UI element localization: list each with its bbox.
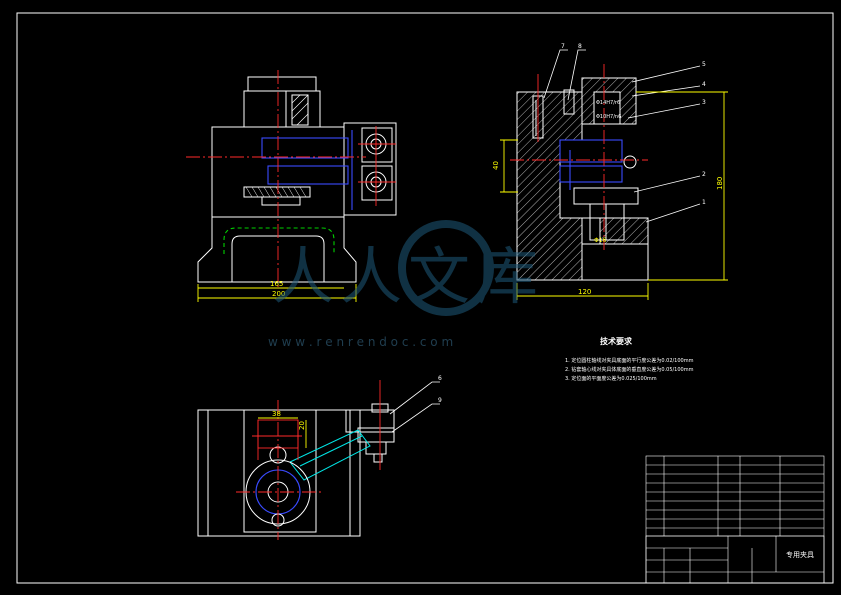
leader-6: 6 [438,375,442,382]
watermark-logo-text: 人人文库 [272,240,544,313]
tech-req-item-1: 1. 定位圆柱轴线对夹具底面的平行度公差为0.02/100mm [565,357,694,364]
tech-requirements: 技术要求 1. 定位圆柱轴线对夹具底面的平行度公差为0.02/100mm 2. … [565,336,694,382]
dim-38: 38 [272,410,281,418]
leader-2: 2 [702,171,706,178]
leader-9: 9 [438,397,442,404]
drawing-title: 专用夹具 [786,550,814,559]
tech-req-item-3: 3. 定位面的平面度公差为0.025/100mm [565,375,657,382]
dim-165: 165 [270,280,283,288]
side-view: Φ14H7/r6 Φ10H7/n6 Φ16 7 8 5 4 3 2 1 40 1… [492,43,728,300]
tech-req-item-2: 2. 钻套轴心线对夹具体底面的垂直度公差为0.05/100mm [565,366,694,373]
watermark: 人人文库 w w w . r e n r e n d o c . c o m [268,220,544,349]
watermark-url: w w w . r e n r e n d o c . c o m [268,335,453,349]
dim-120: 120 [578,288,591,296]
dim-phi16: Φ16 [594,237,607,244]
leader-1: 1 [702,199,706,206]
front-view: 165 200 [186,70,397,302]
drawing-border [16,12,834,584]
leader-8: 8 [578,43,582,50]
top-view: 38 20 6 9 [197,375,442,540]
title-block [645,455,825,584]
leader-4: 4 [702,81,706,88]
leader-5: 5 [702,61,706,68]
fit-label-1: Φ14H7/r6 [596,100,620,106]
dim-40: 40 [492,161,500,170]
leader-3: 3 [702,99,706,106]
dim-200: 200 [272,290,285,298]
dim-180: 180 [716,177,724,190]
leader-7: 7 [561,43,565,50]
tech-req-title: 技术要求 [600,336,633,346]
fit-label-2: Φ10H7/n6 [596,114,621,120]
dim-20: 20 [298,421,306,430]
